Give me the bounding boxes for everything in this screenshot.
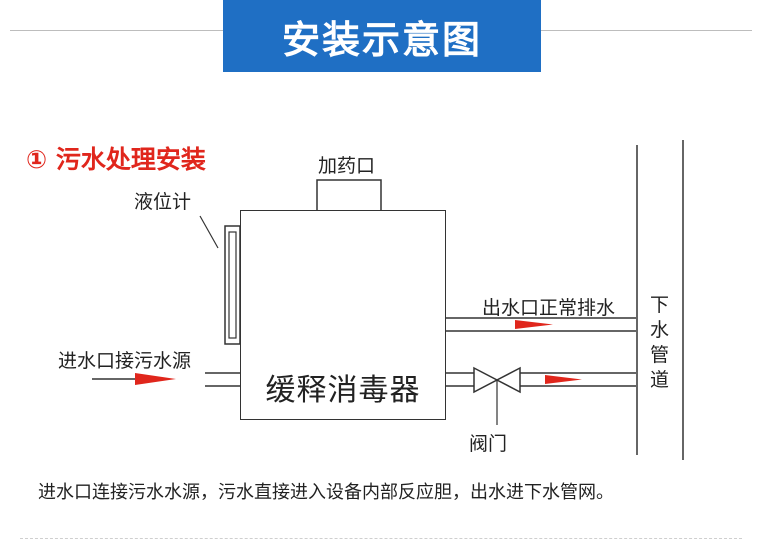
valve-left-wing [473, 366, 499, 394]
outlet-label: 出水口正常排水 [482, 297, 616, 319]
dosing-port-label: 加药口 [318, 155, 376, 177]
level-gauge-inner [228, 231, 237, 339]
section-title: ① 污水处理安装 [26, 145, 206, 174]
title-line-right [541, 30, 752, 31]
drain-label-2: 水 [650, 319, 670, 341]
valve-right-wing [495, 366, 521, 394]
valve-label: 阀门 [469, 433, 508, 455]
tank-label: 缓释消毒器 [265, 373, 421, 408]
disinfector-tank: 缓释消毒器 [240, 210, 446, 420]
title-line-left [10, 30, 223, 31]
page-title: 安装示意图 [223, 0, 541, 72]
description-caption: 进水口连接污水水源，污水直接进入设备内部反应胆，出水进下水管网。 [38, 482, 614, 503]
lower-arrow-head [545, 375, 582, 384]
bottom-divider [20, 538, 742, 539]
dosing-port-box [316, 179, 382, 212]
outlet-arrow-head [515, 320, 553, 329]
drain-label-4: 道 [650, 369, 670, 391]
drain-label-1: 下 [650, 294, 670, 316]
inlet-label: 进水口接污水源 [58, 350, 192, 372]
inlet-arrow-head [135, 373, 176, 385]
drain-label-3: 管 [650, 344, 670, 366]
level-gauge-label: 液位计 [134, 191, 192, 213]
level-gauge-leader [199, 215, 219, 249]
